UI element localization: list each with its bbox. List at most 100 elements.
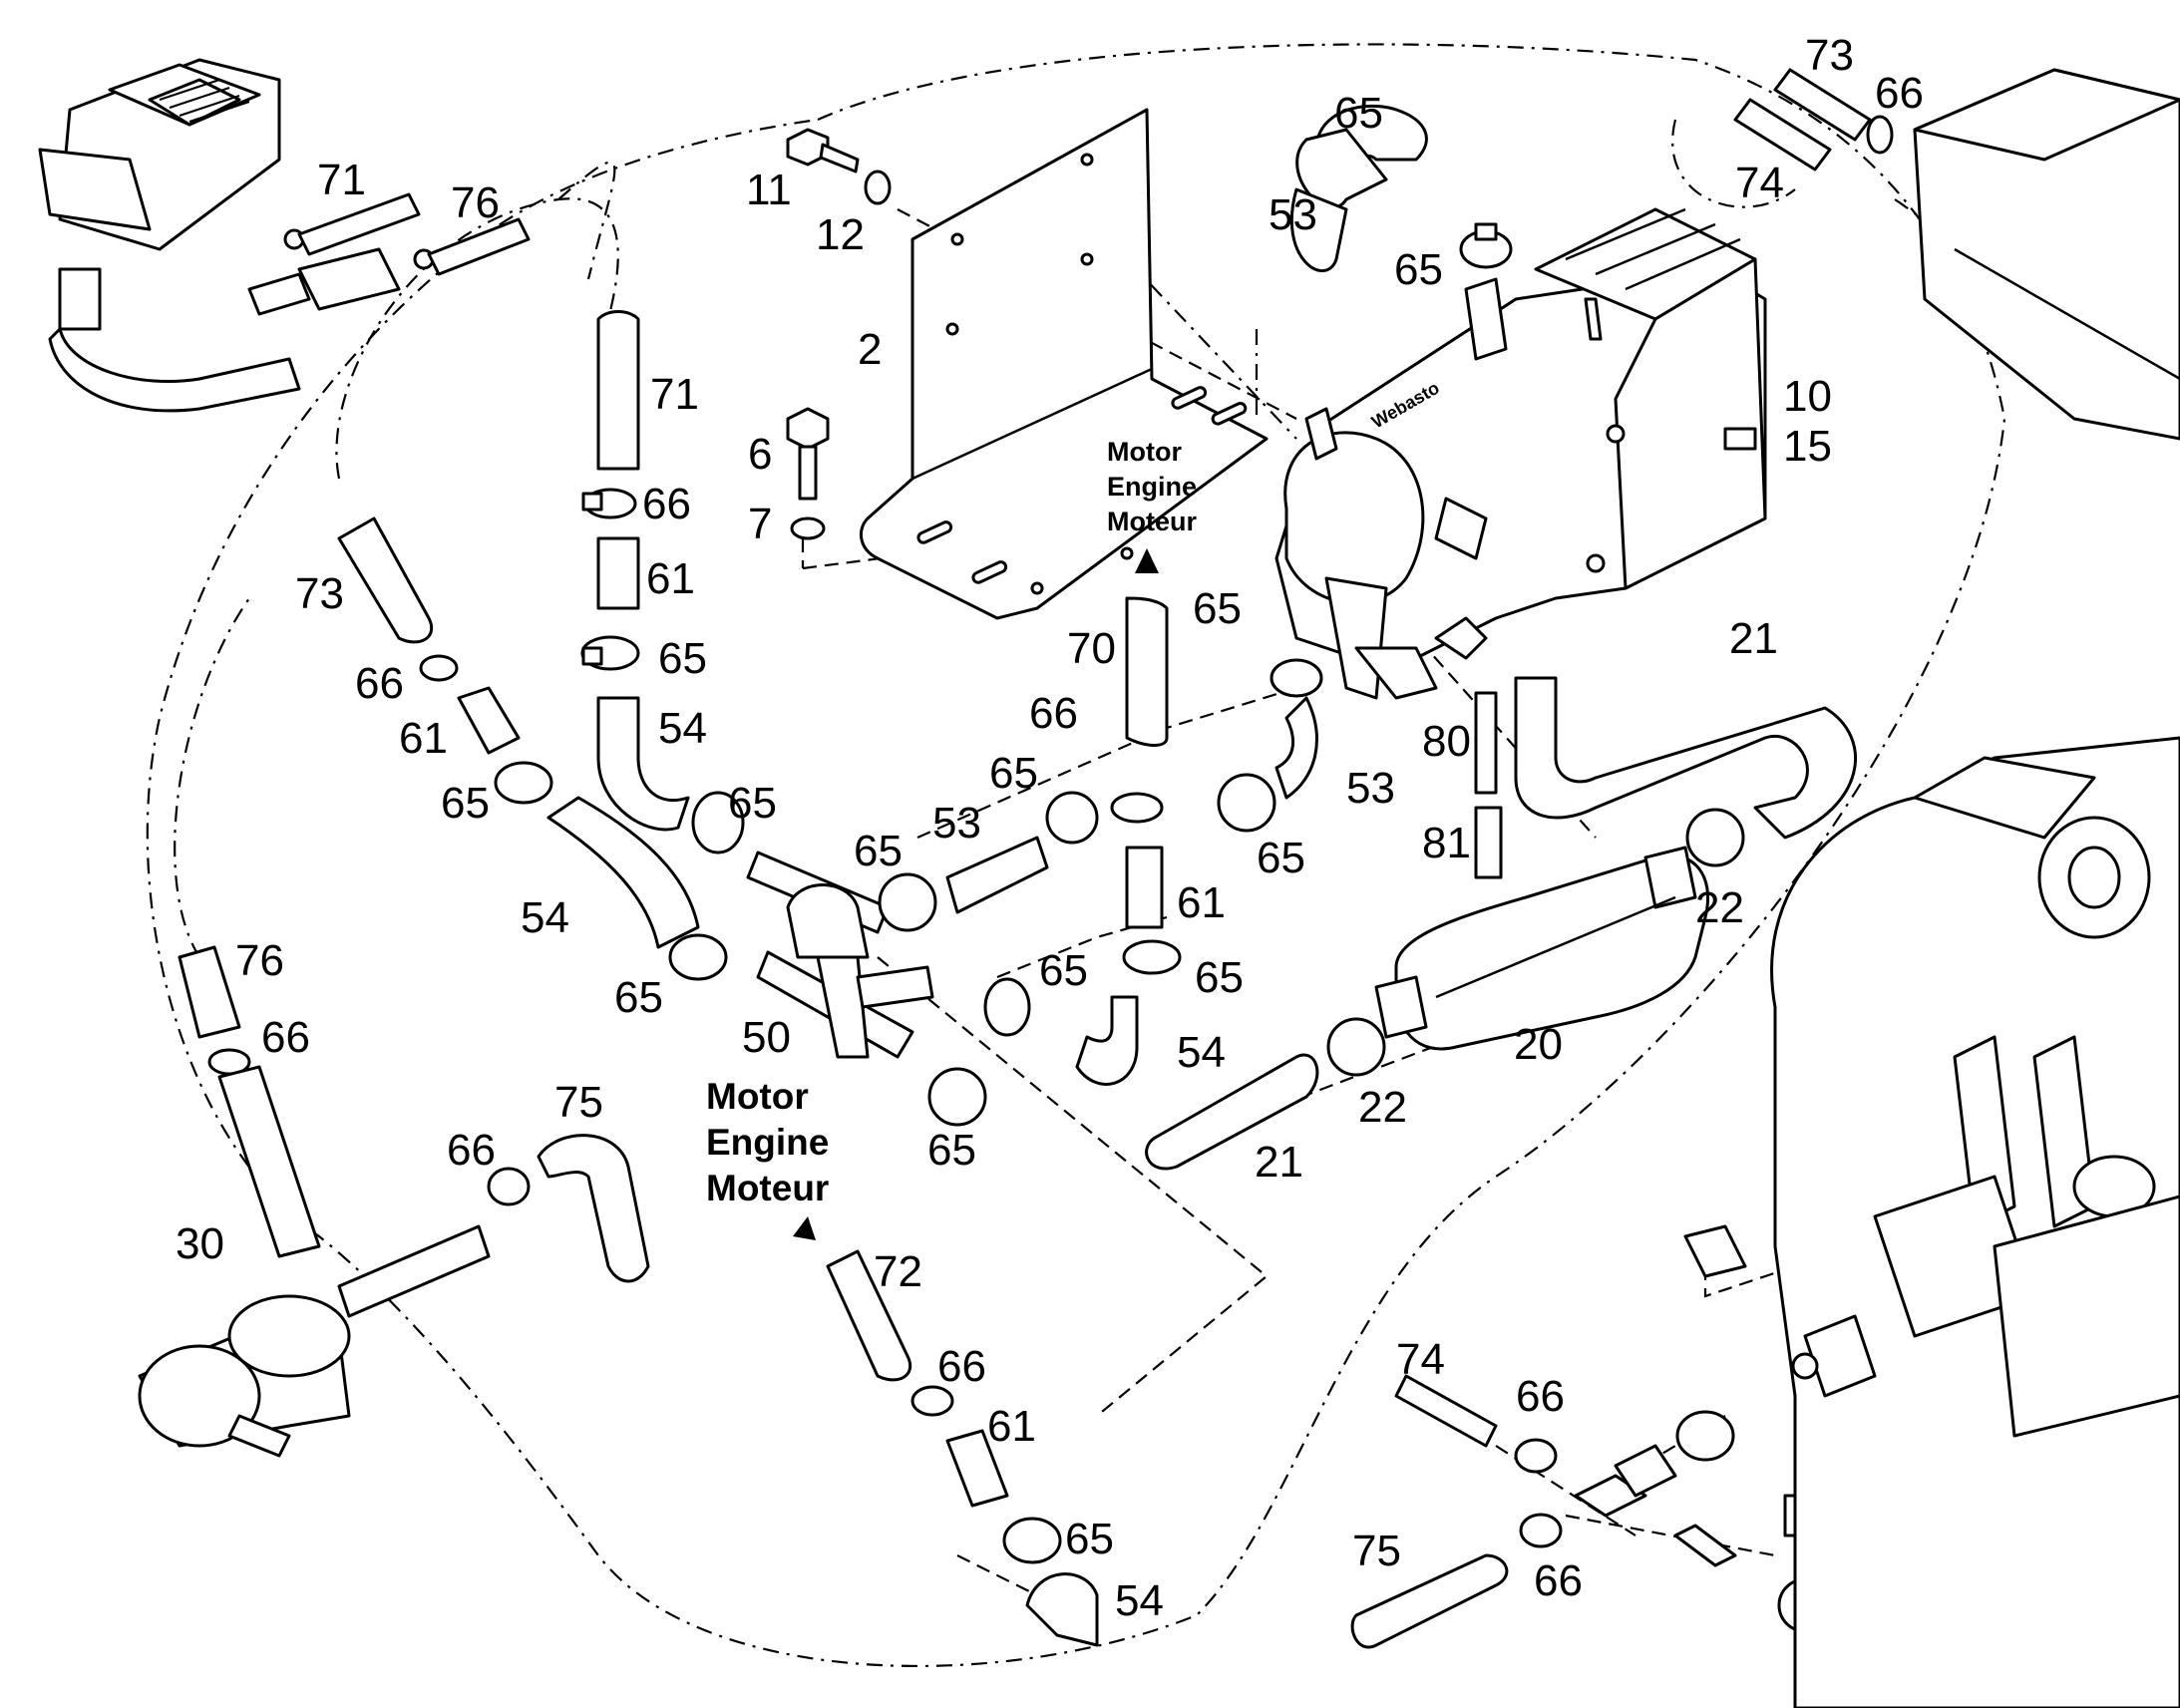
exhaust-pipe-21-bottom (1145, 1053, 1319, 1171)
label-53-r: 53 (1346, 764, 1395, 813)
clamp-66-b (419, 654, 459, 682)
clamp-65-top (1459, 222, 1513, 269)
label-2: 2 (858, 325, 882, 374)
label-61-d: 61 (987, 1402, 1036, 1451)
hose-75-bottom (1350, 1553, 1509, 1649)
label-65-e: 65 (854, 827, 903, 875)
clamp-65-b (494, 761, 553, 805)
label-72: 72 (874, 1247, 922, 1296)
label-65-i: 65 (1039, 946, 1088, 995)
label-65-k: 65 (1257, 834, 1305, 882)
label-66-f: 66 (937, 1342, 986, 1391)
washer-7 (790, 516, 826, 540)
label-66-d: 66 (261, 1013, 310, 1062)
label-66-g: 66 (1516, 1372, 1565, 1421)
hose-73 (337, 516, 434, 644)
engine-label-big-line3: Moteur (706, 1168, 829, 1208)
washer-12 (864, 170, 892, 205)
label-65-d: 65 (614, 973, 663, 1022)
top-left-fitting-assembly (38, 58, 531, 413)
hose-54-a (596, 696, 690, 832)
bolt-6 (786, 407, 830, 501)
label-12: 12 (816, 210, 865, 259)
clamp-66-a (581, 488, 637, 519)
hose-54-c (1075, 995, 1139, 1086)
label-53-top: 53 (1269, 190, 1317, 239)
label-71-tl: 71 (317, 156, 366, 204)
label-61-b: 61 (399, 714, 448, 763)
silencer-20 (1374, 846, 1710, 1051)
clamp-65-l (1002, 1517, 1062, 1564)
control-box-top-right (1913, 68, 2180, 441)
label-65-l: 65 (1065, 1515, 1114, 1563)
label-66-a: 66 (642, 480, 691, 528)
clamp-66-h (1519, 1513, 1563, 1548)
label-66-b: 66 (355, 659, 404, 708)
label-65-top: 65 (1334, 89, 1383, 138)
hose-53-right (1274, 696, 1318, 800)
label-65-j: 65 (927, 1126, 976, 1175)
hose-70 (1125, 596, 1169, 747)
engine-label-big-line1: Motor (706, 1076, 809, 1117)
label-73-tr: 73 (1805, 31, 1854, 80)
label-65-g: 65 (1193, 584, 1242, 633)
label-21-top: 21 (1729, 614, 1778, 663)
coolant-loop-outline-large (146, 43, 2006, 1668)
hose-53-mid (945, 836, 1049, 914)
clamp-65-d (668, 933, 728, 981)
label-22-r: 22 (1695, 883, 1744, 932)
clamp-66-e (487, 1167, 531, 1206)
label-65-top2: 65 (1394, 245, 1443, 294)
label-54-a: 54 (658, 704, 707, 753)
engine-arrow-big (793, 1216, 816, 1240)
label-73: 73 (295, 569, 344, 618)
exhaust-pipe-21-top (1514, 676, 1858, 840)
mounting-bracket (859, 108, 1269, 620)
engine-label-small-line2: Engine (1107, 472, 1197, 502)
hose-73-top (1773, 68, 1872, 142)
top-left-loop-outline (174, 161, 616, 958)
clamp-65-f (1045, 791, 1099, 845)
label-76-tl: 76 (451, 178, 500, 227)
heater-unit: Webasto (1274, 207, 1767, 700)
hose-72 (826, 1249, 912, 1382)
label-53-mid: 53 (932, 799, 981, 848)
engine-label-small-line3: Moteur (1107, 507, 1197, 536)
label-65-h: 65 (1195, 953, 1244, 1002)
engine-label-big-line2: Engine (706, 1122, 829, 1163)
clamp-66-f (910, 1385, 954, 1417)
label-71: 71 (650, 370, 699, 419)
hose-54-d (1025, 1572, 1099, 1647)
clamp-66-c (1110, 792, 1164, 824)
label-61-c: 61 (1177, 878, 1226, 927)
hose-53-top (1289, 104, 1428, 272)
label-7: 7 (748, 500, 772, 548)
clamp-22-right (1685, 808, 1745, 867)
label-66-tr: 66 (1875, 69, 1924, 118)
clamp-65-k (1217, 773, 1276, 833)
clamp-65-a (580, 635, 640, 671)
label-76: 76 (235, 936, 284, 985)
label-50: 50 (742, 1013, 791, 1062)
label-11: 11 (746, 166, 792, 214)
fitting-61-c (1125, 846, 1164, 929)
hose-74-bottom (1394, 1374, 1498, 1448)
bolt-80 (1474, 691, 1498, 795)
coolant-loop-outline-small (335, 197, 619, 480)
engine-arrow-small (1135, 548, 1159, 573)
t-piece-50 (746, 851, 934, 1059)
engine-block (1770, 736, 2180, 1708)
clamp-22-bottom (1326, 1017, 1386, 1077)
label-81: 81 (1422, 819, 1471, 867)
label-61-a: 61 (646, 554, 695, 603)
label-66-c: 66 (1029, 689, 1078, 738)
label-70: 70 (1067, 624, 1116, 673)
label-74-b: 74 (1396, 1335, 1445, 1384)
label-21-b: 21 (1255, 1138, 1303, 1187)
hose-76 (178, 945, 241, 1039)
clamp-65-c (691, 791, 745, 854)
label-54-b: 54 (521, 893, 569, 942)
fitting-61-d (945, 1429, 1009, 1508)
water-pump-30 (138, 1224, 491, 1458)
